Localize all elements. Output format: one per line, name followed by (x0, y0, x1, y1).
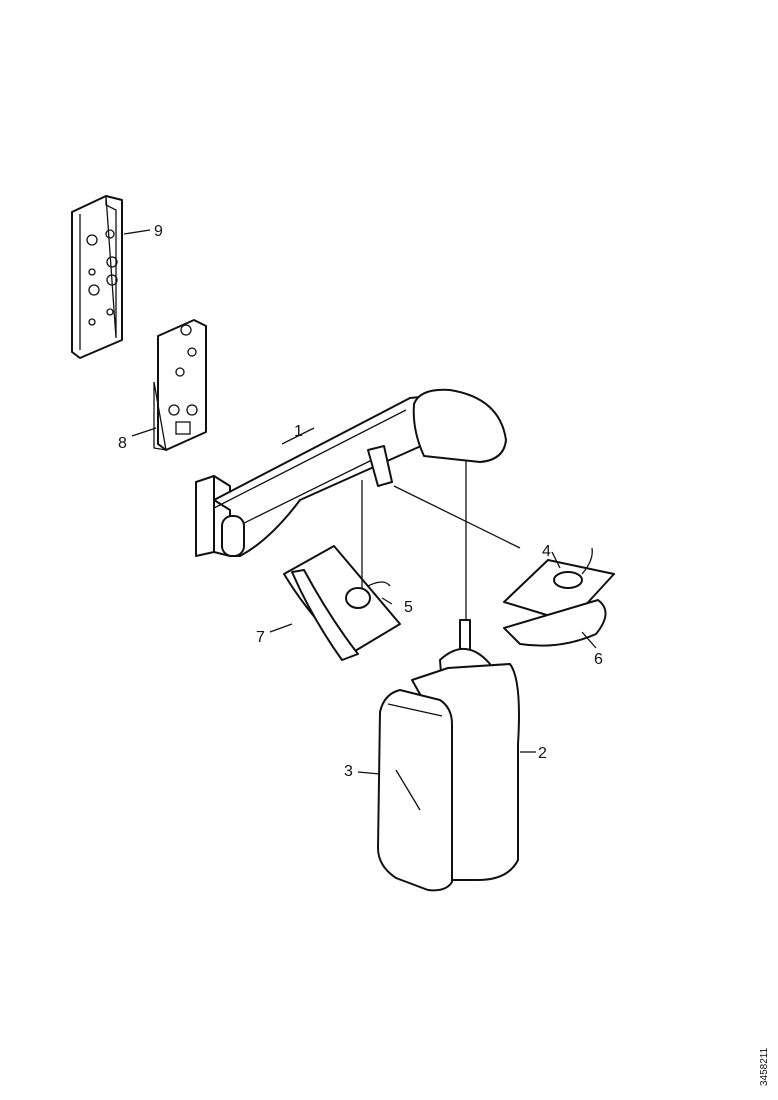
callout-1: 1 (294, 423, 303, 440)
callout-9: 9 (154, 223, 163, 240)
callout-6: 6 (594, 651, 603, 668)
mounting-plate-9 (71, 195, 151, 359)
callout-8: 8 (118, 435, 127, 452)
drawing-code: 3458211 (759, 1047, 770, 1086)
curved-pad-5-7 (269, 480, 401, 661)
cushion-3 (357, 689, 453, 892)
pad-assembly-4-6 (503, 547, 615, 649)
callout-5: 5 (404, 599, 413, 616)
callout-2: 2 (538, 745, 547, 762)
callout-7: 7 (256, 629, 265, 646)
callout-3: 3 (344, 763, 353, 780)
callout-4: 4 (542, 543, 551, 560)
bracket-plate-8 (131, 319, 207, 451)
support-arm-1 (195, 388, 521, 557)
